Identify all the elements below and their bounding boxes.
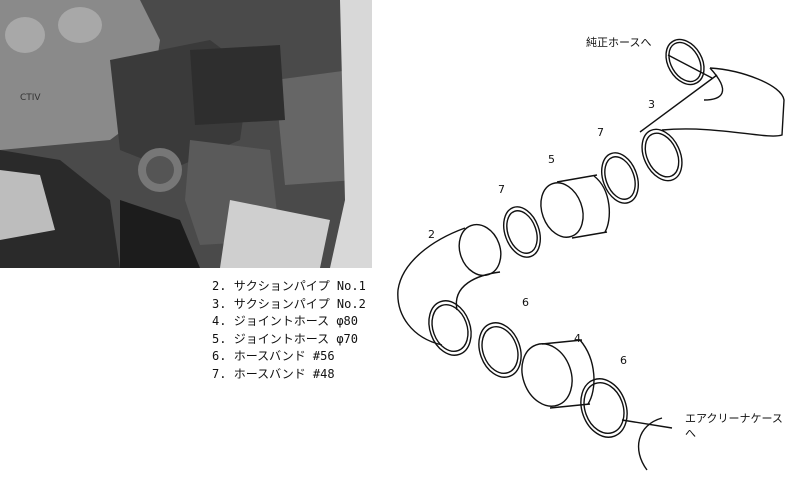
callout-7a: 7: [498, 183, 505, 196]
joint-hose-80: [521, 339, 595, 409]
label-to-oem-hose: 純正ホースへ: [586, 36, 652, 49]
callout-7b: 7: [597, 126, 604, 139]
callout-6b: 6: [620, 354, 627, 367]
callout-3: 3: [648, 98, 655, 111]
legend-item: 7. ホースバンド #48: [212, 366, 335, 381]
parts-legend: 2. サクションパイプ No.1 3. サクションパイプ No.2 4. ジョイ…: [212, 278, 366, 383]
oem-hose-ring: [665, 38, 713, 86]
svg-text:CTIV: CTIV: [20, 93, 41, 103]
suction-pipe-no1: [397, 223, 502, 356]
callout-2: 2: [428, 228, 435, 241]
legend-item: 6. ホースバンド #56: [212, 349, 335, 363]
hose-band-48-a: [601, 152, 639, 204]
hose-band-56-a: [478, 322, 522, 378]
label-to-air-cleaner: エアクリーナケース: [685, 412, 783, 425]
legend-item: 3. サクションパイプ No.2: [212, 296, 366, 311]
hose-band-56-b: [580, 378, 628, 438]
legend-item: 5. ジョイントホース φ70: [212, 331, 358, 346]
hose-band-48-b: [503, 206, 541, 258]
joint-hose-70: [540, 174, 610, 239]
label-to-air-cleaner-suffix: へ: [685, 427, 696, 440]
legend-item: 4. ジョイントホース φ80: [212, 314, 358, 328]
callout-6a: 6: [522, 296, 529, 309]
air-cleaner-arc: [637, 417, 663, 471]
exploded-parts-diagram: 純正ホースへ エアクリーナケース へ 2 3 4 5 6 6 7 7: [372, 0, 800, 478]
legend-item: 2. サクションパイプ No.1: [212, 279, 366, 293]
callout-4: 4: [574, 332, 581, 345]
engine-bay-photo: CTIV: [0, 0, 372, 268]
suction-pipe-no2: [639, 67, 785, 182]
callout-5: 5: [548, 153, 555, 166]
